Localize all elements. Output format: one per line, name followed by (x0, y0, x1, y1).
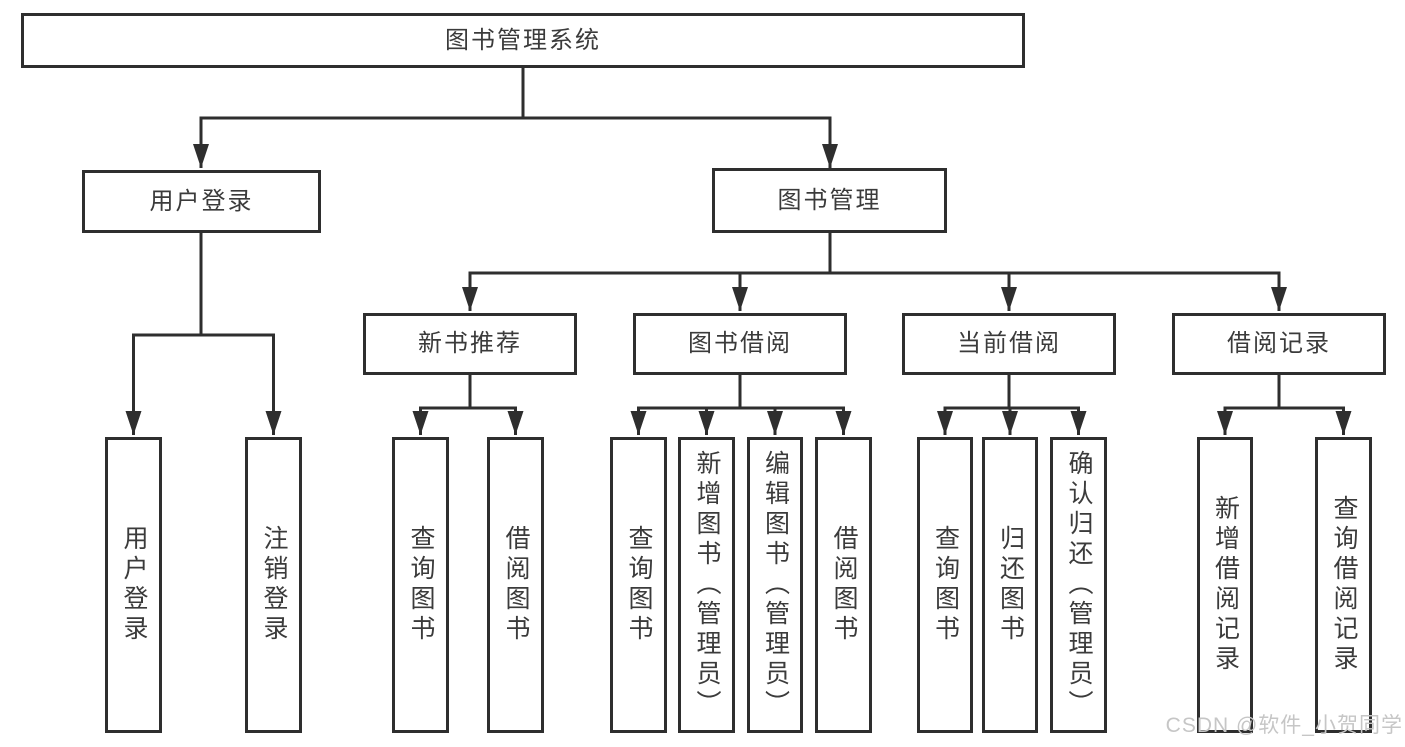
leaf-borrowing-search-label: 查询图书 (625, 525, 653, 645)
leaf-current-return: 归还图书 (982, 437, 1038, 733)
node-current-borrow: 当前借阅 (902, 313, 1116, 375)
leaf-user-login: 用户登录 (105, 437, 162, 733)
leaf-logout: 注销登录 (245, 437, 302, 733)
leaf-records-add-label: 新增借阅记录 (1211, 495, 1240, 675)
leaf-current-confirm: 确认归还（管理员） (1050, 437, 1107, 733)
leaf-borrowing-add-label: 新增图书（管理员） (693, 450, 721, 720)
watermark: CSDN @软件_小贺同学 (1165, 714, 1403, 737)
node-user-login: 用户登录 (82, 170, 321, 233)
leaf-logout-label: 注销登录 (260, 525, 288, 645)
node-borrowing: 图书借阅 (633, 313, 847, 375)
node-borrowing-label: 图书借阅 (688, 330, 792, 357)
node-root: 图书管理系统 (21, 13, 1025, 68)
leaf-current-search: 查询图书 (917, 437, 973, 733)
node-current-borrow-label: 当前借阅 (957, 330, 1061, 357)
leaf-borrowing-edit-label: 编辑图书（管理员） (761, 450, 790, 720)
leaf-records-add: 新增借阅记录 (1197, 437, 1253, 733)
leaf-borrowing-add: 新增图书（管理员） (678, 437, 735, 733)
leaf-newbooks-search: 查询图书 (392, 437, 449, 733)
leaf-borrowing-borrow: 借阅图书 (815, 437, 872, 733)
node-new-books: 新书推荐 (363, 313, 577, 375)
node-user-login-label: 用户登录 (149, 187, 254, 215)
node-book-mgmt: 图书管理 (712, 168, 947, 233)
node-new-books-label: 新书推荐 (418, 330, 522, 357)
leaf-current-search-label: 查询图书 (931, 525, 960, 645)
node-book-mgmt-label: 图书管理 (777, 186, 882, 214)
leaf-borrowing-edit: 编辑图书（管理员） (747, 437, 803, 733)
leaf-current-return-label: 归还图书 (996, 525, 1025, 645)
leaf-current-confirm-label: 确认归还（管理员） (1065, 450, 1093, 720)
leaf-records-search-label: 查询借阅记录 (1330, 495, 1358, 675)
node-borrow-records: 借阅记录 (1172, 313, 1386, 375)
leaf-records-search: 查询借阅记录 (1315, 437, 1372, 733)
node-root-label: 图书管理系统 (445, 26, 601, 54)
leaf-newbooks-search-label: 查询图书 (407, 525, 435, 645)
leaf-borrowing-borrow-label: 借阅图书 (830, 525, 858, 645)
leaf-newbooks-borrow: 借阅图书 (487, 437, 544, 733)
leaf-newbooks-borrow-label: 借阅图书 (502, 525, 530, 645)
leaf-user-login-label: 用户登录 (120, 525, 148, 645)
leaf-borrowing-search: 查询图书 (610, 437, 667, 733)
node-borrow-records-label: 借阅记录 (1227, 330, 1331, 357)
